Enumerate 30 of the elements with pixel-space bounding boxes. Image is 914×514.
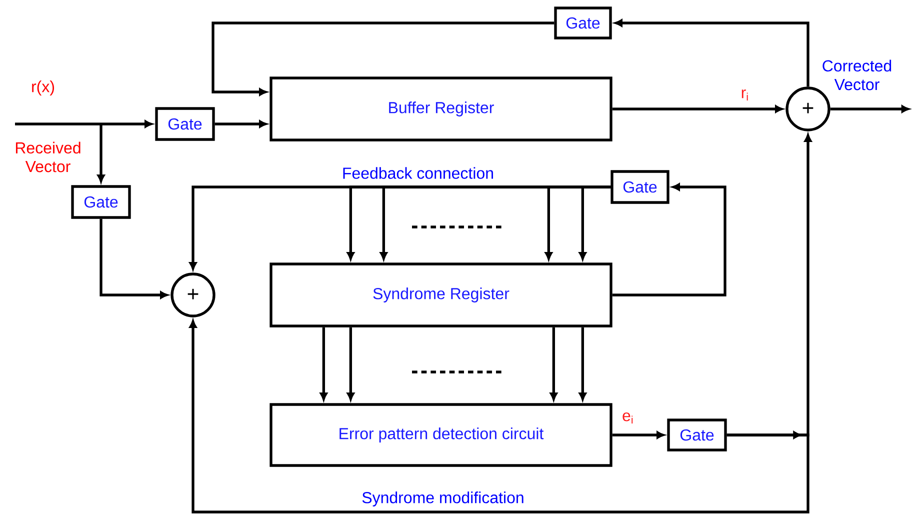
register-box: Error pattern detection circuit bbox=[270, 403, 612, 467]
arrow bbox=[189, 320, 810, 514]
register-box: Syndrome Register bbox=[270, 262, 612, 328]
register-box: Buffer Register bbox=[270, 76, 612, 142]
arrow bbox=[612, 105, 783, 113]
arrow bbox=[15, 120, 152, 128]
arrow bbox=[97, 124, 105, 182]
gate-box: Gate bbox=[155, 107, 215, 141]
arrow bbox=[100, 218, 168, 299]
signal-label: Received Vector bbox=[16, 142, 80, 172]
signal-label: Syndrome modification bbox=[362, 492, 524, 506]
edge-label: e$_{i}$ bbox=[620, 411, 636, 425]
arrow bbox=[578, 186, 611, 260]
gate-box: Gate bbox=[667, 418, 727, 452]
arrow bbox=[212, 22, 554, 96]
edge-label: r$_{i}$ bbox=[739, 88, 751, 102]
arrow bbox=[614, 19, 810, 87]
arrow bbox=[830, 105, 910, 113]
gate-box: Gate bbox=[71, 185, 131, 219]
arrow bbox=[612, 183, 726, 296]
arrow bbox=[612, 431, 664, 439]
signal-label: Feedback connection bbox=[343, 167, 493, 179]
arrow bbox=[550, 327, 558, 400]
arrow bbox=[346, 327, 354, 400]
arrow bbox=[320, 327, 328, 400]
arrow bbox=[214, 120, 267, 128]
gate-box: Gate bbox=[610, 170, 670, 204]
arrow bbox=[578, 327, 586, 400]
gate-box: Gate bbox=[554, 6, 612, 40]
signal-label: r(x) bbox=[32, 80, 54, 96]
